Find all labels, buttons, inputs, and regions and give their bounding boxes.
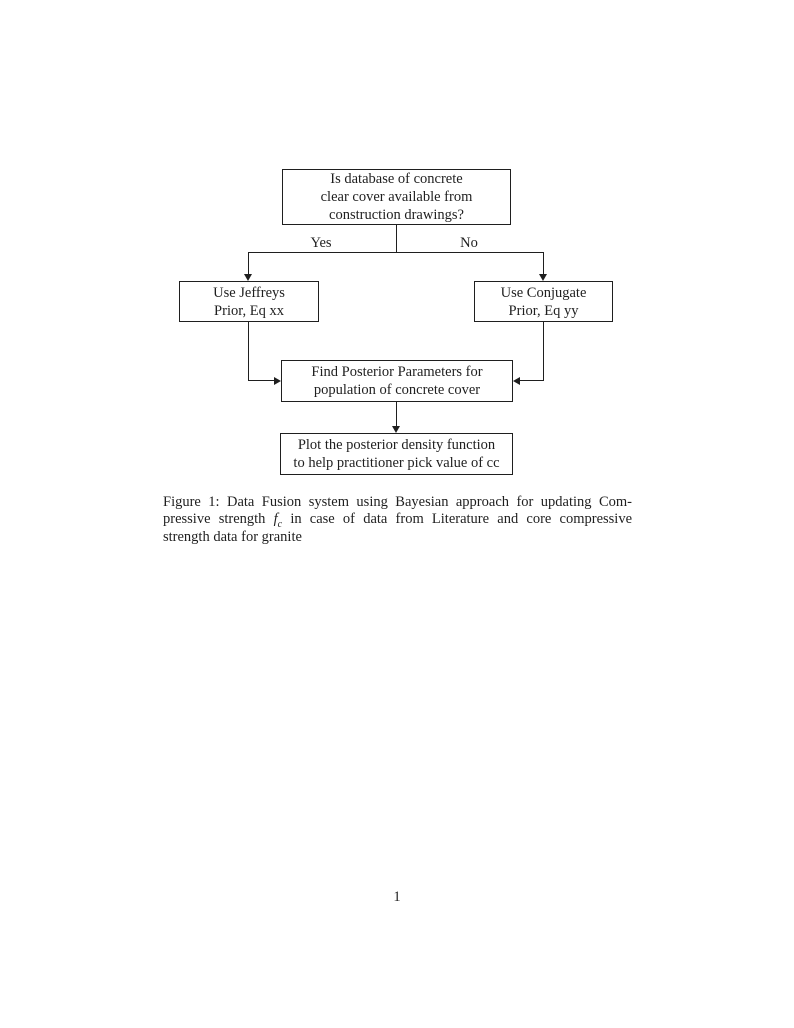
caption-line-2: pressive strength fc in case of data fro… <box>163 511 633 531</box>
arrowhead-into-jeffreys <box>244 274 252 281</box>
branch-label-no: No <box>460 235 478 251</box>
caption-math-fc: fc <box>273 511 283 531</box>
jeffreys-line-2: Prior, Eq xx <box>214 302 284 319</box>
connector-branch-bar <box>248 252 544 253</box>
connector-conjugate-elbow <box>517 380 544 381</box>
arrowhead-left-into-posterior <box>274 377 281 385</box>
decision-line-2: clear cover available from <box>320 189 473 205</box>
posterior-line-1: Find Posterior Parameters for <box>311 364 483 380</box>
jeffreys-line-1: Use Jeffreys <box>213 284 285 301</box>
caption-line-3: strength data for granite <box>163 528 302 545</box>
flowchart-node-jeffreys-prior: Use Jeffreys Prior, Eq xx <box>179 281 319 322</box>
posterior-line-2: population of concrete cover <box>313 382 481 398</box>
arrowhead-into-conjugate <box>539 274 547 281</box>
connector-conjugate-drop <box>543 322 544 381</box>
caption-line2-prefix: pressive strength <box>163 511 266 528</box>
connector-jeffreys-drop <box>248 322 249 381</box>
flowchart-node-plot-density: Plot the posterior density function to h… <box>280 433 513 475</box>
page-number: 1 <box>393 889 401 905</box>
connector-decision-stem <box>396 225 397 253</box>
caption-line-1: Figure 1: Data Fusion system using Bayes… <box>163 494 632 510</box>
connector-jeffreys-elbow <box>248 380 275 381</box>
flowchart-node-decision: Is database of concrete clear cover avai… <box>282 169 511 225</box>
decision-line-1: Is database of concrete <box>330 171 463 187</box>
conjugate-line-1: Use Conjugate <box>500 284 587 301</box>
conjugate-line-2: Prior, Eq yy <box>508 302 579 319</box>
connector-yes-drop <box>248 252 249 275</box>
plot-line-2: to help practitioner pick value of cc <box>293 455 500 471</box>
connector-no-drop <box>543 252 544 275</box>
arrowhead-right-into-posterior <box>513 377 520 385</box>
connector-posterior-stem <box>396 402 397 427</box>
decision-line-3: construction drawings? <box>329 207 464 223</box>
flowchart-node-posterior-parameters: Find Posterior Parameters for population… <box>281 360 513 402</box>
figure-caption: Figure 1: Data Fusion system using Bayes… <box>163 494 632 546</box>
branch-label-yes: Yes <box>310 235 332 251</box>
arrowhead-into-plot <box>392 426 400 433</box>
caption-line2-suffix: in case of data from Literature and core… <box>290 511 633 528</box>
flowchart-node-conjugate-prior: Use Conjugate Prior, Eq yy <box>474 281 613 322</box>
plot-line-1: Plot the posterior density function <box>297 437 496 453</box>
